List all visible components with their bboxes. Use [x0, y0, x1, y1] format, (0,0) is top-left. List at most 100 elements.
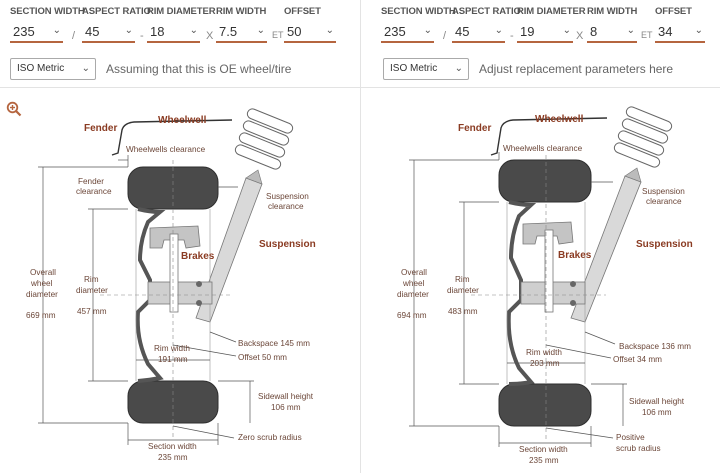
divider	[0, 87, 360, 88]
rim-width-label-diagram: Rim width	[526, 348, 562, 357]
dimension-lines	[38, 155, 254, 445]
scrub-radius-label: Zero scrub radius	[238, 433, 302, 442]
rim-diameter-select[interactable]: 19 ⌄	[517, 21, 573, 43]
fender-clearance-label-2: clearance	[76, 187, 112, 196]
sidewall-height-value: 106 mm	[642, 408, 672, 417]
tire-params-left: SECTION WIDTH 235 ⌄ / ASPECT RATIO 45 ⌄ …	[10, 6, 350, 46]
section-width-select[interactable]: 235 ⌄	[381, 21, 434, 43]
section-width-label: SECTION WIDTH	[10, 6, 85, 17]
rim-width-select[interactable]: 8 ⌄	[587, 21, 637, 43]
brakes-label: Brakes	[181, 251, 215, 262]
rim-diameter-label: RIM DIAMETER	[147, 6, 216, 17]
aspect-ratio-label: ASPECT RATIO	[452, 6, 521, 17]
brakes-label: Brakes	[558, 250, 592, 261]
rim-width-value: 7.5	[219, 23, 238, 39]
offset-select[interactable]: 34 ⌄	[655, 21, 705, 43]
rim-width-label: RIM WIDTH	[587, 6, 638, 17]
scrub-radius-label-2: scrub radius	[616, 444, 661, 453]
offset-label: OFFSET	[655, 6, 692, 17]
wheel-diagram: Fender Wheelwell Wheelwells clearance Fe…	[26, 108, 316, 462]
rim-width-label: RIM WIDTH	[216, 6, 267, 17]
suspension-clearance-label-2: clearance	[268, 202, 304, 211]
chevron-down-icon: ⌄	[124, 25, 133, 36]
overall-diameter-label-2: wheel	[30, 279, 53, 288]
rim-diameter-value: 457 mm	[77, 307, 107, 316]
rim-width-field: RIM WIDTH 8 ⌄	[587, 6, 638, 43]
rim-diameter-value: 19	[520, 23, 535, 39]
rim-diameter-label-2: diameter	[447, 286, 479, 295]
aspect-ratio-select[interactable]: 45 ⌄	[452, 21, 505, 43]
offset-field: OFFSET 50 ⌄	[284, 6, 336, 43]
panel-note: Adjust replacement parameters here	[479, 62, 674, 76]
sidewall-height-label: Sidewall height	[629, 397, 685, 406]
rim-diameter-value: 18	[150, 23, 165, 39]
standard-value: ISO Metric	[17, 63, 65, 74]
rim-diameter-select[interactable]: 18 ⌄	[147, 21, 200, 43]
left-panel: SECTION WIDTH 235 ⌄ / ASPECT RATIO 45 ⌄ …	[0, 6, 360, 462]
rim-width-select[interactable]: 7.5 ⌄	[216, 21, 267, 43]
wheel-hub	[147, 281, 213, 305]
section-width-value: 235 mm	[158, 453, 188, 462]
fender-label: Fender	[458, 123, 491, 134]
aspect-ratio-select[interactable]: 45 ⌄	[82, 21, 135, 43]
chevron-down-icon: ⌄	[52, 25, 61, 36]
scrub-radius-label: Positive	[616, 433, 645, 442]
offset-label: OFFSET	[284, 6, 321, 17]
separator: ET	[641, 30, 653, 40]
overall-diameter-label-2: wheel	[402, 279, 425, 288]
rim-diameter-value: 483 mm	[448, 307, 478, 316]
overall-diameter-value: 669 mm	[26, 311, 56, 320]
aspect-ratio-field: ASPECT RATIO 45 ⌄	[82, 6, 151, 43]
offset-select[interactable]: 50 ⌄	[284, 21, 336, 43]
tire-top	[498, 159, 592, 203]
separator: -	[510, 30, 514, 42]
right-panel: SECTION WIDTH 235 ⌄ / ASPECT RATIO 45 ⌄ …	[360, 0, 720, 473]
brake-disc	[169, 233, 179, 313]
section-width-select[interactable]: 235 ⌄	[10, 21, 63, 43]
aspect-ratio-field: ASPECT RATIO 45 ⌄	[452, 6, 521, 43]
options-row-right: ISO Metric ⌄ Adjust replacement paramete…	[383, 58, 720, 82]
fender-clearance-label: Fender	[78, 177, 104, 186]
separator: X	[576, 30, 584, 42]
suspension-label: Suspension	[259, 239, 316, 250]
chevron-down-icon: ⌄	[325, 25, 334, 36]
standard-select[interactable]: ISO Metric ⌄	[383, 58, 469, 80]
backspace-label: Backspace 145 mm	[238, 339, 310, 348]
chevron-down-icon: ⌄	[189, 25, 198, 36]
backspace-label: Backspace 136 mm	[619, 342, 691, 351]
section-width-label: SECTION WIDTH	[381, 6, 456, 17]
rim-diameter-label: RIM DIAMETER	[517, 6, 586, 17]
section-width-value: 235 mm	[529, 456, 559, 465]
overall-diameter-label: Overall	[401, 268, 427, 277]
suspension-spring	[613, 106, 673, 168]
wheel-diagram: Fender Wheelwell Wheelwells clearance Su…	[397, 106, 693, 465]
chevron-down-icon: ⌄	[423, 25, 432, 36]
section-width-label-diagram: Section width	[148, 442, 197, 451]
zoom-in-icon[interactable]	[6, 101, 22, 117]
suspension-clearance-label-2: clearance	[646, 197, 682, 206]
section-width-field: SECTION WIDTH 235 ⌄	[10, 6, 85, 43]
rim-width-field: RIM WIDTH 7.5 ⌄	[216, 6, 267, 43]
overall-diameter-label: Overall	[30, 268, 56, 277]
tire-bottom	[498, 383, 592, 427]
rim-width-value: 191 mm	[158, 355, 188, 364]
chevron-down-icon: ⌄	[626, 25, 635, 36]
rim-diameter-field: RIM DIAMETER 18 ⌄	[147, 6, 216, 43]
separator: /	[72, 30, 76, 42]
fender-outline	[111, 119, 233, 156]
tire-params-right: SECTION WIDTH 235 ⌄ / ASPECT RATIO 45 ⌄ …	[371, 6, 711, 46]
standard-select[interactable]: ISO Metric ⌄	[10, 58, 96, 80]
rim-diameter-label-2: diameter	[76, 286, 108, 295]
separator: -	[140, 30, 144, 42]
overall-diameter-label-3: diameter	[397, 290, 429, 299]
rim-diameter-field: RIM DIAMETER 19 ⌄	[517, 6, 586, 43]
section-width-value: 235	[384, 23, 406, 39]
rim-diameter-label: Rim	[455, 275, 470, 284]
rim-width-label-diagram: Rim width	[154, 344, 190, 353]
chevron-down-icon: ⌄	[694, 25, 703, 36]
offset-field: OFFSET 34 ⌄	[655, 6, 705, 43]
offset-label-diagram: Offset 34 mm	[613, 355, 662, 364]
offset-value: 34	[658, 23, 673, 39]
panel-note: Assuming that this is OE wheel/tire	[106, 62, 292, 76]
chevron-down-icon: ⌄	[256, 25, 265, 36]
